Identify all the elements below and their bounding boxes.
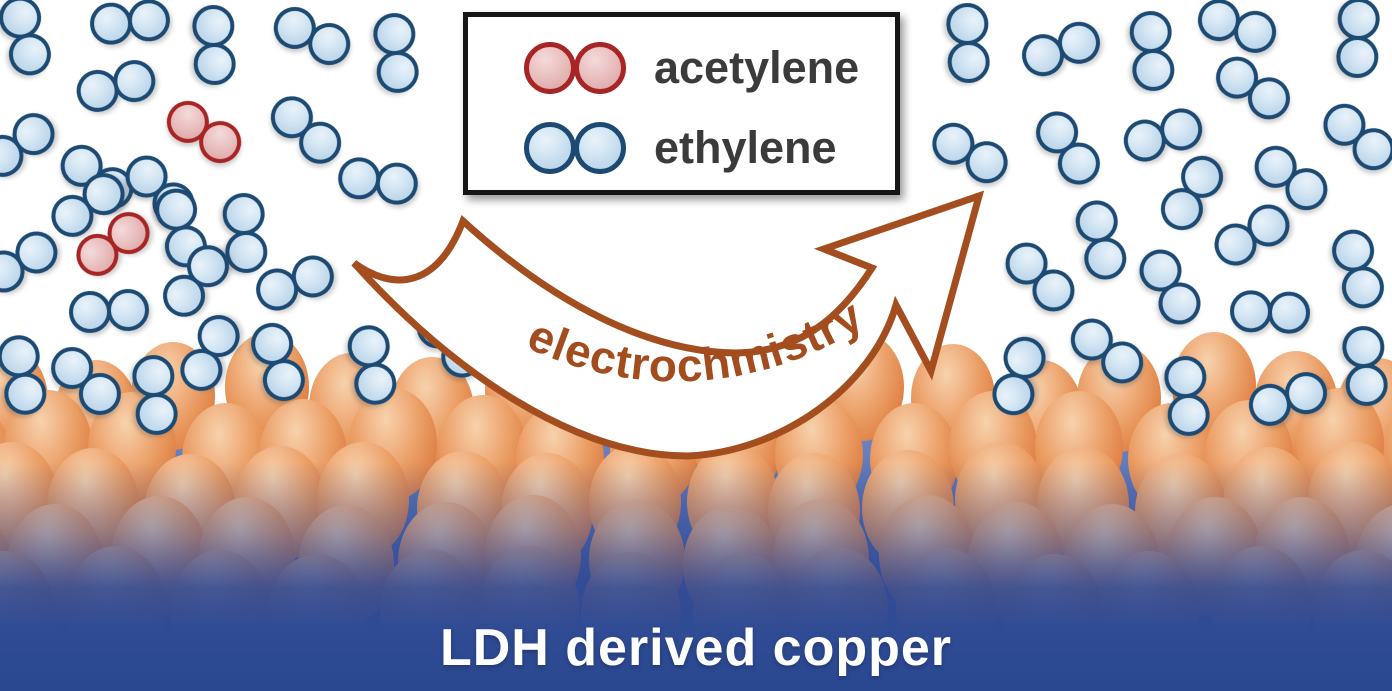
ethylene-atom [373,159,421,208]
substrate-label: LDH derived copper [439,619,953,677]
legend-label-ethylene: ethylene [654,122,837,173]
acetylene-swatch [524,42,626,94]
ethylene-molecule [1027,103,1109,193]
ethylene-molecule [371,11,421,95]
ethylene-molecule [1152,147,1232,239]
ethylene-molecule [1208,48,1298,128]
ethylene-molecule [67,287,151,335]
ethylene-atom-icon [524,122,576,174]
ethylene-molecule [71,55,161,117]
ethylene-molecule [1016,16,1106,82]
ethylene-atom [374,49,421,95]
ethylene-atom [946,40,991,84]
ethylene-atom [1128,9,1174,55]
ethylene-atom [1162,354,1209,400]
ethylene-molecule [266,0,358,72]
legend-box: acetylene ethylene [463,12,900,195]
ethylene-molecule [1335,0,1381,79]
ethylene-atom [192,42,237,86]
ethylene-atom [130,353,177,399]
ethylene-atom [1340,324,1387,370]
ethylene-atom [1267,290,1311,335]
ethylene-molecule [262,87,350,173]
ethylene-molecule [0,104,63,186]
legend-row-ethylene: ethylene [524,117,895,179]
ethylene-molecule [945,2,991,84]
ethylene-atom [191,4,236,48]
ethylene-molecule [924,115,1016,191]
ethylene-molecule [1128,9,1176,93]
ethylene-molecule [335,154,421,208]
acetylene-atom-icon [574,42,626,94]
ethylene-atom [88,0,134,47]
ethylene-molecule [1071,196,1131,284]
ethylene-molecule [1314,95,1392,179]
ethylene-molecule [1340,324,1390,408]
ethylene-molecule [1206,196,1298,274]
ethylene-molecule [1192,0,1282,59]
ethylene-molecule [1327,224,1389,314]
acetylene-atom-icon [524,42,576,94]
ethylene-molecule [191,4,237,86]
ethylene-atom [1336,0,1381,41]
ethylene-atom [126,0,172,44]
ethylene-atom [350,359,400,409]
copper-atom [1383,394,1392,507]
ethylene-molecule [1229,289,1311,335]
ethylene-molecule [0,331,50,419]
ethylene-molecule [88,0,172,47]
ethylene-atom [0,369,50,419]
ethylene-molecule [1162,354,1212,438]
ethylene-atom [1335,35,1380,79]
ethylene-atom [945,2,990,46]
ethylene-atom [1165,392,1212,438]
ethylene-atom [105,287,151,333]
ethylene-atom [133,391,180,437]
acetylene-molecule [158,92,250,172]
ethylene-atom [67,289,113,335]
ethylene-molecule [130,353,180,437]
ethylene-molecule [996,233,1084,321]
ethylene-molecule [0,223,66,301]
ethylene-atom [1130,47,1176,93]
ethylene-swatch [524,122,626,174]
legend-row-acetylene: acetylene [524,37,895,99]
ethylene-atom [221,191,267,237]
ethylene-atom [371,11,418,57]
ethylene-atom [1343,362,1390,408]
ethylene-molecule [0,0,56,81]
ethylene-atom [1229,289,1273,334]
ethylene-atom-icon [574,122,626,174]
legend-label-acetylene: acetylene [654,42,860,93]
ethylene-molecule [1131,241,1209,333]
